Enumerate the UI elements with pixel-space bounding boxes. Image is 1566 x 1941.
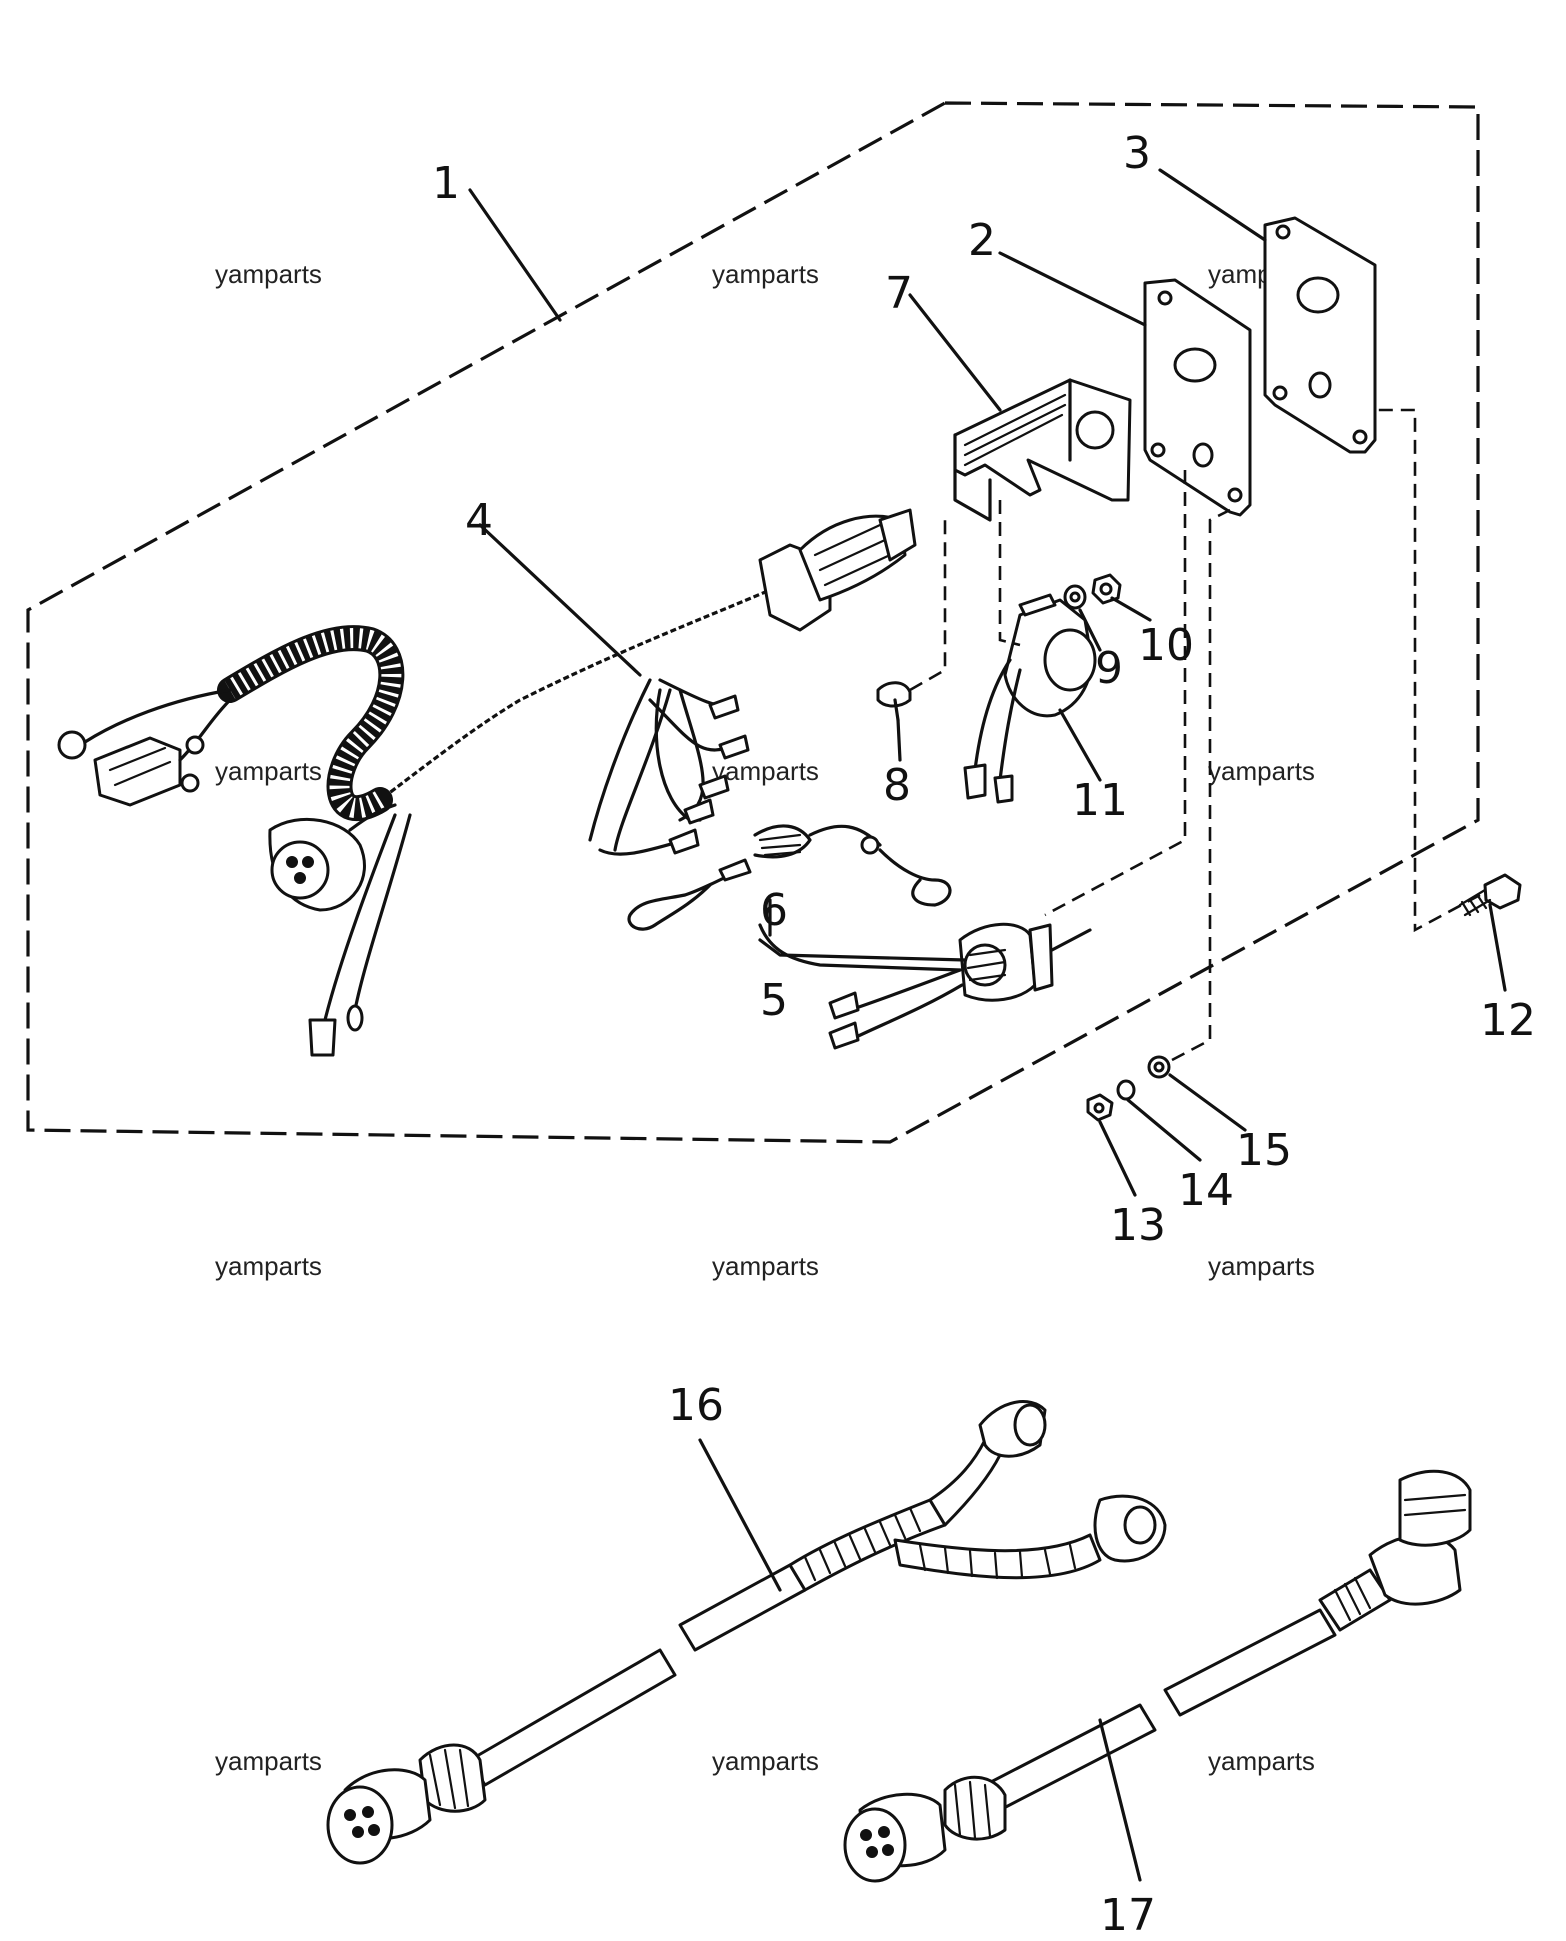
washer-part-15 <box>1147 1055 1171 1079</box>
nut-part-13 <box>1086 1093 1114 1122</box>
callout-11: 11 <box>1072 775 1128 826</box>
callout-14: 14 <box>1178 1165 1234 1216</box>
watermarks: yamparts yamparts yamparts yamparts yamp… <box>215 259 1315 1776</box>
stop-switch-part-5 <box>758 922 1092 1050</box>
watermark: yamparts <box>1208 756 1315 786</box>
callout-4: 4 <box>465 495 493 546</box>
callout-1: 1 <box>432 158 460 209</box>
callout-9: 9 <box>1095 643 1123 694</box>
bracket-part-7 <box>953 378 1132 522</box>
plate-part-3 <box>1263 216 1377 454</box>
watermark: yamparts <box>215 259 322 289</box>
watermark: yamparts <box>215 756 322 786</box>
watermark: yamparts <box>712 1746 819 1776</box>
callout-16: 16 <box>668 1380 724 1431</box>
callout-8: 8 <box>883 760 911 811</box>
bolt-part-12 <box>1375 408 1522 933</box>
washer-part-9 <box>1063 584 1087 610</box>
callout-5: 5 <box>760 975 788 1026</box>
watermark: yamparts <box>215 1746 322 1776</box>
extension-harness-part-16 <box>326 1400 1167 1865</box>
gasket-part-2 <box>1143 278 1252 517</box>
callout-7: 7 <box>885 268 913 319</box>
nut-part-10 <box>1091 573 1122 605</box>
part-callouts: 1 2 3 4 5 6 7 8 9 10 11 12 13 14 15 16 1… <box>432 128 1536 1941</box>
stop-lanyard-part-6 <box>627 824 952 931</box>
callout-17: 17 <box>1100 1890 1156 1941</box>
watermark: yamparts <box>1208 1251 1315 1281</box>
watermark: yamparts <box>712 259 819 289</box>
watermark: yamparts <box>215 1251 322 1281</box>
watermark: yamparts <box>712 1251 819 1281</box>
callout-2: 2 <box>968 215 996 266</box>
solenoid-part-11 <box>963 500 1097 804</box>
callout-15: 15 <box>1236 1125 1292 1176</box>
watermark: yamparts <box>1208 1746 1315 1776</box>
wire-harness-part-4 <box>57 508 917 1057</box>
extension-cable-part-17 <box>843 1469 1472 1883</box>
hardware-dash-line <box>1171 508 1231 1062</box>
screw-part-8 <box>876 520 947 722</box>
callout-12: 12 <box>1480 995 1536 1046</box>
callout-6: 6 <box>760 885 788 936</box>
callout-3: 3 <box>1123 128 1151 179</box>
leader-lines <box>468 168 1507 1882</box>
callout-13: 13 <box>1110 1200 1166 1251</box>
assembly-boundary <box>26 101 1480 1144</box>
hardware-dash-line <box>1044 470 1187 917</box>
washer-part-14 <box>1116 1079 1136 1101</box>
watermark: yamparts <box>712 756 819 786</box>
callout-10: 10 <box>1138 620 1194 671</box>
